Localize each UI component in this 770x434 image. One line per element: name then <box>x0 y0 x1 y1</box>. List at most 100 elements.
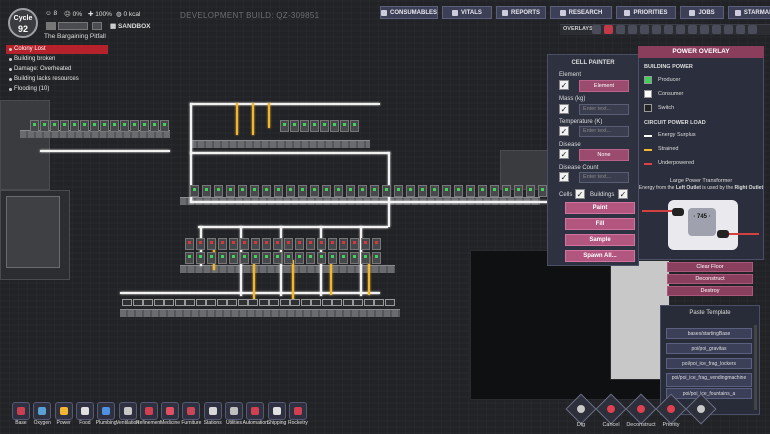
generator-building[interactable] <box>240 252 249 264</box>
battery-building[interactable] <box>132 299 143 306</box>
cells-checkbox[interactable]: ✓ <box>575 189 585 199</box>
alert-item[interactable]: Building broken <box>6 55 108 64</box>
template-item[interactable]: poi/poi_ice_frag_lockers <box>666 358 752 369</box>
disease-checkbox[interactable]: ✓ <box>559 149 569 159</box>
battery-building[interactable] <box>279 299 290 306</box>
battery-building[interactable] <box>237 299 248 306</box>
generator-building[interactable] <box>490 185 499 197</box>
generator-building[interactable] <box>370 185 379 197</box>
generator-building[interactable] <box>322 185 331 197</box>
generator-building[interactable] <box>110 120 119 132</box>
battery-building[interactable] <box>332 299 342 306</box>
menu-priorities[interactable]: PRIORITIES <box>616 6 676 19</box>
generator-building[interactable] <box>306 238 315 250</box>
generator-building[interactable] <box>229 252 238 264</box>
cycle-clock[interactable]: Cycle 92 <box>8 8 38 38</box>
generator-building[interactable] <box>262 252 271 264</box>
element-checkbox[interactable]: ✓ <box>559 80 569 90</box>
generator-building[interactable] <box>140 120 149 132</box>
overlay-toggle-icon[interactable] <box>724 25 733 34</box>
generator-building[interactable] <box>306 252 315 264</box>
alert-item[interactable]: Building lacks resources <box>6 75 108 84</box>
alert-item[interactable]: Damage: Overheated <box>6 65 108 74</box>
generator-building[interactable] <box>372 238 381 250</box>
battery-building[interactable] <box>164 299 174 306</box>
generator-building[interactable] <box>466 185 475 197</box>
battery-building[interactable] <box>143 299 153 306</box>
generator-building[interactable] <box>334 185 343 197</box>
build-category-shipping[interactable] <box>267 402 286 420</box>
menu-reports[interactable]: REPORTS <box>496 6 546 19</box>
generator-building[interactable] <box>185 238 194 250</box>
generator-building[interactable] <box>418 185 427 197</box>
generator-building[interactable] <box>317 238 326 250</box>
overlay-toggle-icon[interactable] <box>652 25 661 34</box>
generator-building[interactable] <box>218 238 227 250</box>
battery-building[interactable] <box>185 299 195 306</box>
health-stat[interactable]: ✚ 100% <box>88 11 112 18</box>
menu-jobs[interactable]: JOBS <box>680 6 724 19</box>
overlay-toggle-icon[interactable] <box>628 25 637 34</box>
generator-building[interactable] <box>330 120 339 132</box>
generator-building[interactable] <box>160 120 169 132</box>
generator-building[interactable] <box>185 252 194 264</box>
generator-building[interactable] <box>538 185 547 197</box>
generator-building[interactable] <box>40 120 49 132</box>
template-item[interactable]: bases/startingBase <box>666 328 752 339</box>
generator-building[interactable] <box>339 252 348 264</box>
battery-building[interactable] <box>216 299 227 306</box>
build-category-rocketry[interactable] <box>288 402 307 420</box>
generator-building[interactable] <box>442 185 451 197</box>
generator-building[interactable] <box>346 185 355 197</box>
build-category-oxygen[interactable] <box>33 402 52 420</box>
clear-floor-button[interactable]: Clear Floor <box>667 262 753 272</box>
battery-building[interactable] <box>342 299 353 306</box>
generator-building[interactable] <box>454 185 463 197</box>
overlay-toggle-icon[interactable] <box>700 25 709 34</box>
overlay-toggle-icon[interactable] <box>592 25 601 34</box>
build-category-furniture[interactable] <box>182 402 201 420</box>
generator-building[interactable] <box>273 252 282 264</box>
template-item[interactable]: poi/poi_ice_frag_vendingmachine <box>666 373 752 387</box>
generator-building[interactable] <box>394 185 403 197</box>
calories-stat[interactable]: ◍ 0 kcal <box>116 11 141 18</box>
generator-building[interactable] <box>60 120 69 132</box>
battery-building[interactable] <box>384 299 395 306</box>
battery-building[interactable] <box>174 299 185 306</box>
battery-building[interactable] <box>206 299 216 306</box>
generator-building[interactable] <box>300 120 309 132</box>
fill-button[interactable]: Fill <box>565 218 635 230</box>
generator-building[interactable] <box>90 120 99 132</box>
template-item[interactable]: poi/poi_ice_fountains_a <box>666 388 752 399</box>
generator-building[interactable] <box>262 238 271 250</box>
generator-building[interactable] <box>284 252 293 264</box>
generator-building[interactable] <box>320 120 329 132</box>
disease-selector[interactable]: None <box>579 149 629 161</box>
overlay-toggle-icon[interactable] <box>640 25 649 34</box>
build-category-food[interactable] <box>75 402 94 420</box>
generator-building[interactable] <box>196 238 205 250</box>
battery-building[interactable] <box>122 299 132 306</box>
disease-count-input[interactable]: Enter text... <box>579 172 629 183</box>
build-category-utilities[interactable] <box>225 402 243 420</box>
generator-building[interactable] <box>328 238 337 250</box>
menu-starmap[interactable]: STARMAP <box>728 6 770 19</box>
generator-building[interactable] <box>284 238 293 250</box>
sample-button[interactable]: Sample <box>565 234 635 246</box>
buildings-checkbox[interactable]: ✓ <box>618 189 628 199</box>
overlay-toggle-icon[interactable] <box>604 25 613 34</box>
generator-building[interactable] <box>295 252 304 264</box>
generator-building[interactable] <box>361 238 370 250</box>
generator-building[interactable] <box>80 120 89 132</box>
generator-building[interactable] <box>350 120 359 132</box>
build-category-medicine[interactable] <box>161 402 180 420</box>
overlay-toggle-icon[interactable] <box>688 25 697 34</box>
generator-building[interactable] <box>50 120 59 132</box>
generator-building[interactable] <box>310 185 319 197</box>
battery-building[interactable] <box>227 299 237 306</box>
generator-building[interactable] <box>207 252 216 264</box>
battery-building[interactable] <box>353 299 363 306</box>
build-category-ventilation[interactable] <box>118 402 137 420</box>
speed-buttons[interactable] <box>58 22 88 30</box>
